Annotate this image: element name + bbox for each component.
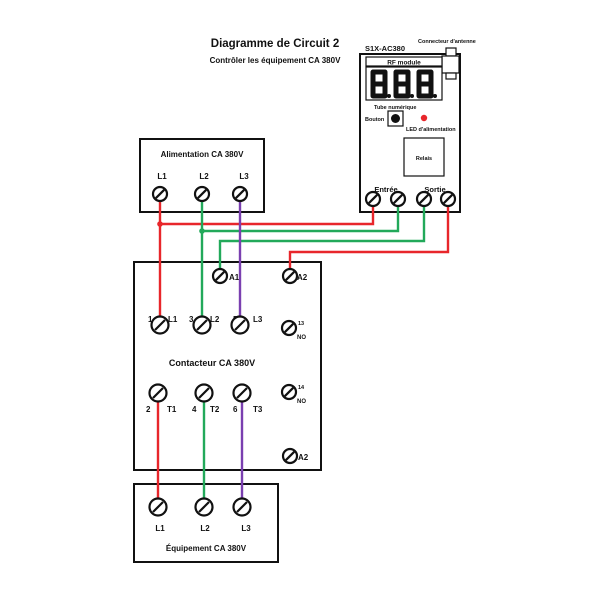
input-label: Entrée bbox=[374, 185, 397, 194]
contactor-terminal-1 bbox=[150, 315, 170, 335]
junction-l1 bbox=[157, 221, 163, 227]
equipment-terminal-l1 bbox=[148, 497, 168, 517]
aux-num-14: 14 bbox=[298, 385, 305, 391]
wire-l2-to-module-input bbox=[202, 201, 400, 233]
aux-num-13: 13 bbox=[298, 321, 304, 327]
equipment-label-l3: L3 bbox=[241, 524, 251, 533]
push-button-knob bbox=[391, 114, 400, 123]
module-input-terminal-2 bbox=[389, 190, 407, 208]
contactor-terminal-4 bbox=[194, 383, 214, 403]
input-label-l2: L2 bbox=[210, 315, 220, 324]
output-label-t1: T1 bbox=[167, 405, 177, 414]
contactor-terminal-6 bbox=[232, 383, 252, 403]
contactor-title: Contacteur CA 380V bbox=[169, 358, 255, 368]
coil-terminal-a2-bottom bbox=[281, 447, 299, 465]
equipment-body bbox=[133, 483, 279, 563]
equipment-label-l2: L2 bbox=[200, 524, 210, 533]
contactor-body bbox=[133, 261, 322, 471]
output-label-t2: T2 bbox=[210, 405, 220, 414]
led-label: LED d'alimentation bbox=[406, 127, 456, 133]
coil-a2-top-label: A2 bbox=[297, 273, 308, 282]
module-model: S1X-AC380 bbox=[365, 44, 405, 53]
contactor-terminal-3 bbox=[192, 315, 212, 335]
antenna-label: Connecteur d'antenne bbox=[418, 39, 476, 45]
module-input-terminal-1 bbox=[364, 190, 382, 208]
relay-label: Relais bbox=[416, 156, 432, 162]
output-num-2: 2 bbox=[146, 405, 151, 414]
module-output-terminal-1 bbox=[415, 190, 433, 208]
coil-a1-label: A1 bbox=[229, 273, 240, 282]
supply-label-l1: L1 bbox=[157, 172, 167, 181]
wire-module-output-to-a2 bbox=[288, 201, 450, 275]
power-led-icon bbox=[420, 114, 428, 122]
coil-terminal-a1 bbox=[211, 267, 229, 285]
supply-terminal-l2 bbox=[193, 185, 211, 203]
antenna-connector-icon bbox=[441, 47, 460, 80]
equipment-terminal-l3 bbox=[232, 497, 252, 517]
wire-module-output-to-a1 bbox=[218, 201, 426, 275]
junction-l2 bbox=[199, 228, 205, 234]
coil-a2-bottom-label: A2 bbox=[298, 453, 309, 462]
rf-module-label: RF module bbox=[387, 60, 421, 67]
supply-title: Alimentation CA 380V bbox=[161, 150, 244, 159]
equipment-label-l1: L1 bbox=[155, 524, 165, 533]
output-label: Sortie bbox=[424, 185, 445, 194]
input-num-3: 3 bbox=[189, 315, 194, 324]
equipment-title: Équipement CA 380V bbox=[166, 544, 247, 553]
aux-terminal-13 bbox=[280, 319, 298, 337]
aux-terminal-14 bbox=[280, 383, 298, 401]
output-num-4: 4 bbox=[192, 405, 197, 414]
input-num-1: 1 bbox=[148, 315, 153, 324]
contactor-terminal-2 bbox=[148, 383, 168, 403]
supply-label-l2: L2 bbox=[199, 172, 209, 181]
rf-module-box bbox=[365, 56, 443, 67]
digit-display bbox=[365, 66, 443, 101]
equipment-terminal-l2 bbox=[194, 497, 214, 517]
wiring bbox=[156, 196, 450, 506]
output-num-6: 6 bbox=[233, 405, 238, 414]
receiver-module: S1X-AC380 Connecteur d'antenne RF module… bbox=[359, 39, 476, 213]
input-label-l1: L1 bbox=[168, 315, 178, 324]
button-label: Bouton bbox=[365, 117, 385, 123]
aux-label-no-13: NO bbox=[297, 335, 306, 341]
diagram-title: Diagramme de Circuit 2 bbox=[211, 38, 339, 50]
contactor-box: Contacteur CA 380V A1 A2 A2 1 L1 3 L2 5 … bbox=[133, 261, 322, 471]
tube-label: Tube numérique bbox=[374, 105, 416, 111]
input-label-l3: L3 bbox=[253, 315, 263, 324]
supply-label-l3: L3 bbox=[239, 172, 249, 181]
relay-box bbox=[403, 137, 445, 177]
supply-terminal-l1 bbox=[151, 185, 169, 203]
diagram-subtitle: Contrôler les équipement CA 380V bbox=[210, 56, 342, 65]
aux-label-no-14: NO bbox=[297, 399, 306, 405]
coil-terminal-a2-top bbox=[281, 267, 299, 285]
module-output-terminal-2 bbox=[439, 190, 457, 208]
contactor-terminal-5 bbox=[230, 315, 250, 335]
equipment-box: L1 L2 L3 Équipement CA 380V bbox=[133, 483, 279, 563]
output-label-t3: T3 bbox=[253, 405, 263, 414]
supply-terminal-l3 bbox=[231, 185, 249, 203]
wire-l1-to-module-input bbox=[160, 201, 375, 226]
